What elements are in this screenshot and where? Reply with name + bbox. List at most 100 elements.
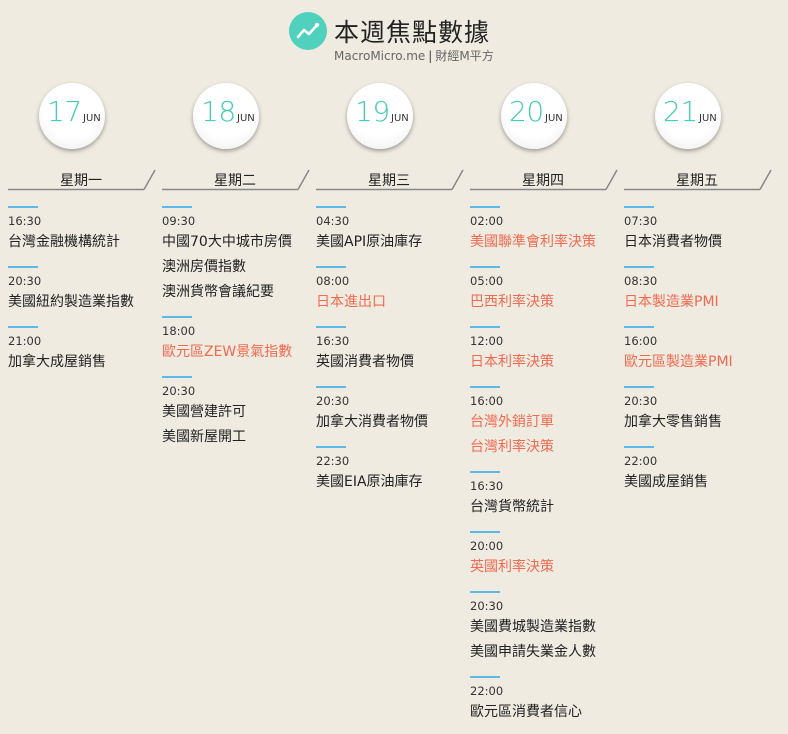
event-divider <box>162 206 192 208</box>
event-name: 台灣利率決策 <box>470 439 554 455</box>
weekday-label: 星期三 <box>368 173 410 189</box>
event-name: 美國新屋開工 <box>162 429 246 445</box>
event-name: 美國營建許可 <box>162 404 246 420</box>
event-time: 20:30 <box>470 599 504 613</box>
event-time: 22:00 <box>470 684 504 698</box>
event-divider <box>8 266 38 268</box>
event-time: 20:30 <box>8 274 42 288</box>
event-item: 07:30 日本消費者物價 <box>624 206 779 254</box>
event-name: 日本消費者物價 <box>624 234 722 250</box>
event-divider <box>624 446 654 448</box>
event-name: 歐元區製造業PMI <box>624 354 733 370</box>
weekday-label: 星期四 <box>522 173 564 189</box>
weekday-header: 星期四 <box>470 166 620 192</box>
brand-separator: | <box>428 49 433 63</box>
event-name: 英國利率決策 <box>470 559 554 575</box>
event-name: 美國成屋銷售 <box>624 474 708 490</box>
weekday-label: 星期一 <box>60 173 102 189</box>
date-day: 19 <box>355 95 390 128</box>
event-name: 美國申請失業金人數 <box>470 644 596 660</box>
event-name: 加拿大消費者物價 <box>316 414 428 430</box>
weekday-underline <box>162 169 310 191</box>
event-divider <box>470 386 500 388</box>
weekday-underline <box>8 169 156 191</box>
date-month: JUN <box>545 113 563 124</box>
event-name: 巴西利率決策 <box>470 294 554 310</box>
event-name: 美國紐約製造業指數 <box>8 294 134 310</box>
event-item: 20:30 加拿大消費者物價 <box>316 386 471 434</box>
event-time: 12:00 <box>470 334 504 348</box>
weekday-header: 星期二 <box>162 166 312 192</box>
event-name: 日本利率決策 <box>470 354 554 370</box>
event-item: 12:00 日本利率決策 <box>470 326 625 374</box>
brand-subname: 財經M平方 <box>435 49 494 63</box>
event-item: 20:00 英國利率決策 <box>470 531 625 579</box>
event-divider <box>470 206 500 208</box>
event-name: 加拿大成屋銷售 <box>8 354 106 370</box>
weekday-underline <box>316 169 464 191</box>
event-time: 02:00 <box>470 214 504 228</box>
date-month: JUN <box>83 113 101 124</box>
event-time: 16:30 <box>470 479 504 493</box>
weekday-label: 星期五 <box>676 173 718 189</box>
event-name: 日本進出口 <box>316 294 386 310</box>
event-divider <box>470 266 500 268</box>
brand-line: MacroMicro.me|財經M平方 <box>334 47 494 64</box>
event-divider <box>470 531 500 533</box>
event-name: 台灣貨幣統計 <box>470 499 554 515</box>
weekday-underline <box>624 169 772 191</box>
event-divider <box>470 591 500 593</box>
event-time: 04:30 <box>316 214 350 228</box>
event-item: 08:00 日本進出口 <box>316 266 471 314</box>
event-name: 美國EIA原油庫存 <box>316 474 423 490</box>
event-name: 英國消費者物價 <box>316 354 414 370</box>
event-name: 歐元區ZEW景氣指數 <box>162 344 293 360</box>
date-month: JUN <box>391 113 409 124</box>
weekday-header: 星期五 <box>624 166 774 192</box>
event-time: 20:30 <box>162 384 196 398</box>
event-divider <box>316 206 346 208</box>
weekday-header: 星期一 <box>8 166 158 192</box>
event-name: 台灣金融機構統計 <box>8 234 120 250</box>
event-item: 16:00 歐元區製造業PMI <box>624 326 779 374</box>
date-month: JUN <box>699 113 717 124</box>
event-time: 16:00 <box>470 394 504 408</box>
weekday-underline <box>470 169 618 191</box>
date-day: 17 <box>47 95 82 128</box>
event-time: 08:00 <box>316 274 350 288</box>
event-time: 09:30 <box>162 214 196 228</box>
event-divider <box>316 266 346 268</box>
event-divider <box>470 471 500 473</box>
event-divider <box>316 386 346 388</box>
event-name: 日本製造業PMI <box>624 294 719 310</box>
event-name: 澳洲貨幣會議紀要 <box>162 284 274 300</box>
event-time: 07:30 <box>624 214 658 228</box>
event-time: 16:00 <box>624 334 658 348</box>
event-divider <box>162 376 192 378</box>
event-time: 20:30 <box>316 394 350 408</box>
weekday-label: 星期二 <box>214 173 256 189</box>
event-time: 20:30 <box>624 394 658 408</box>
event-time: 20:00 <box>470 539 504 553</box>
